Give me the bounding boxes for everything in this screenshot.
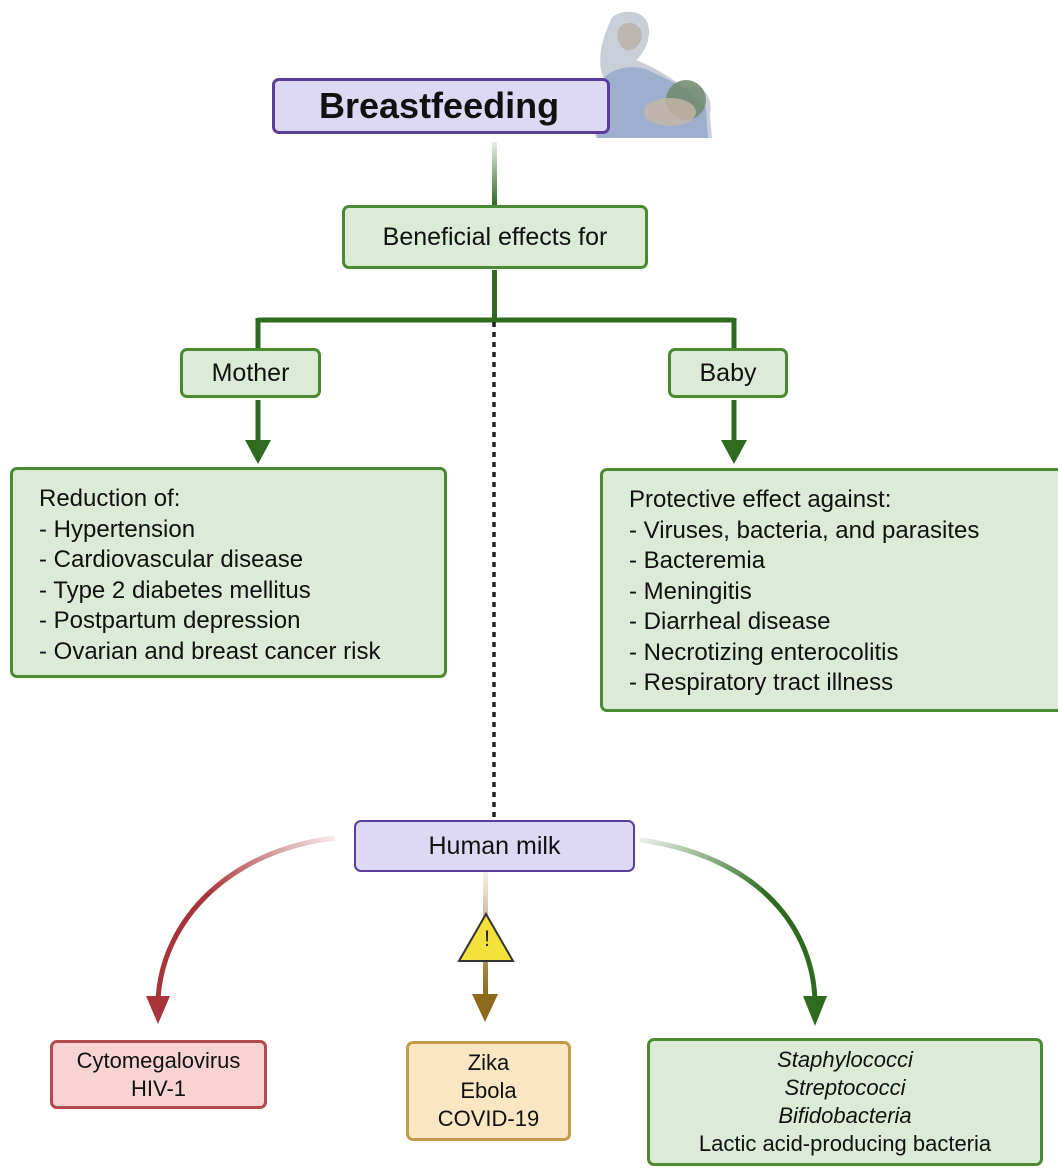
baby-benefits-box: Protective effect against: - Viruses, ba…: [600, 468, 1058, 712]
warning-mark: !: [483, 926, 491, 951]
beneficial-bacteria-box: Staphylococci Streptococci Bifidobacteri…: [647, 1038, 1043, 1166]
baby-list-item: - Diarrheal disease: [629, 608, 831, 635]
mother-list-item: - Ovarian and breast cancer risk: [39, 637, 381, 665]
breastfeeding-illustration: [593, 11, 712, 138]
warning-triangle-icon: [457, 911, 515, 962]
mother-benefits-box: Reduction of: - Hypertension - Cardiovas…: [10, 467, 447, 678]
bacteria-item: Lactic acid-producing bacteria: [698, 1131, 992, 1156]
baby-label: Baby: [699, 358, 757, 387]
pathogen-item: Zika: [467, 1050, 510, 1075]
mother-list-item: - Postpartum depression: [39, 607, 301, 634]
baby-list-item: - Meningitis: [629, 577, 752, 605]
baby-list-item: - Respiratory tract illness: [629, 669, 894, 696]
human-milk-node: Human milk: [354, 820, 635, 872]
beneficial-arrow: [639, 837, 818, 1001]
pathogen-item: HIV-1: [130, 1075, 187, 1101]
harmful-pathogens-box: Cytomegalovirus HIV-1: [50, 1040, 267, 1109]
mother-arrowhead: [245, 440, 271, 464]
mother-list-heading: Reduction of:: [39, 485, 181, 512]
baby-node: Baby: [668, 348, 788, 398]
baby-list-item: - Necrotizing enterocolitis: [629, 638, 899, 666]
human-milk-label: Human milk: [428, 831, 561, 860]
mother-label: Mother: [211, 358, 290, 387]
bacteria-item: Bifidobacteria: [778, 1103, 912, 1128]
bacteria-item: Streptococci: [784, 1075, 906, 1100]
baby-arrowhead: [721, 440, 747, 464]
baby-list-heading: Protective effect against:: [629, 486, 892, 513]
baby-list-item: - Viruses, bacteria, and parasites: [629, 516, 980, 544]
title-box: Breastfeeding: [272, 78, 610, 134]
pathogen-item: COVID-19: [437, 1106, 540, 1131]
mother-list-item: - Cardiovascular disease: [39, 546, 304, 573]
beneficial-effects-node: Beneficial effects for: [342, 205, 648, 269]
page-title: Breastfeeding: [319, 85, 560, 126]
mother-list-item: - Type 2 diabetes mellitus: [39, 576, 311, 604]
baby-list-item: - Bacteremia: [629, 547, 766, 574]
bacteria-item: Staphylococci: [777, 1047, 913, 1072]
uncertain-pathogens-box: Zika Ebola COVID-19: [406, 1041, 571, 1141]
title-connector: [492, 142, 497, 205]
mother-node: Mother: [180, 348, 321, 398]
harmful-arrow: [155, 835, 336, 1001]
pathogen-item: Ebola: [460, 1078, 517, 1103]
beneficial-effects-label: Beneficial effects for: [382, 222, 608, 251]
pathogen-item: Cytomegalovirus: [76, 1047, 241, 1073]
mother-list-item: - Hypertension: [39, 515, 196, 543]
